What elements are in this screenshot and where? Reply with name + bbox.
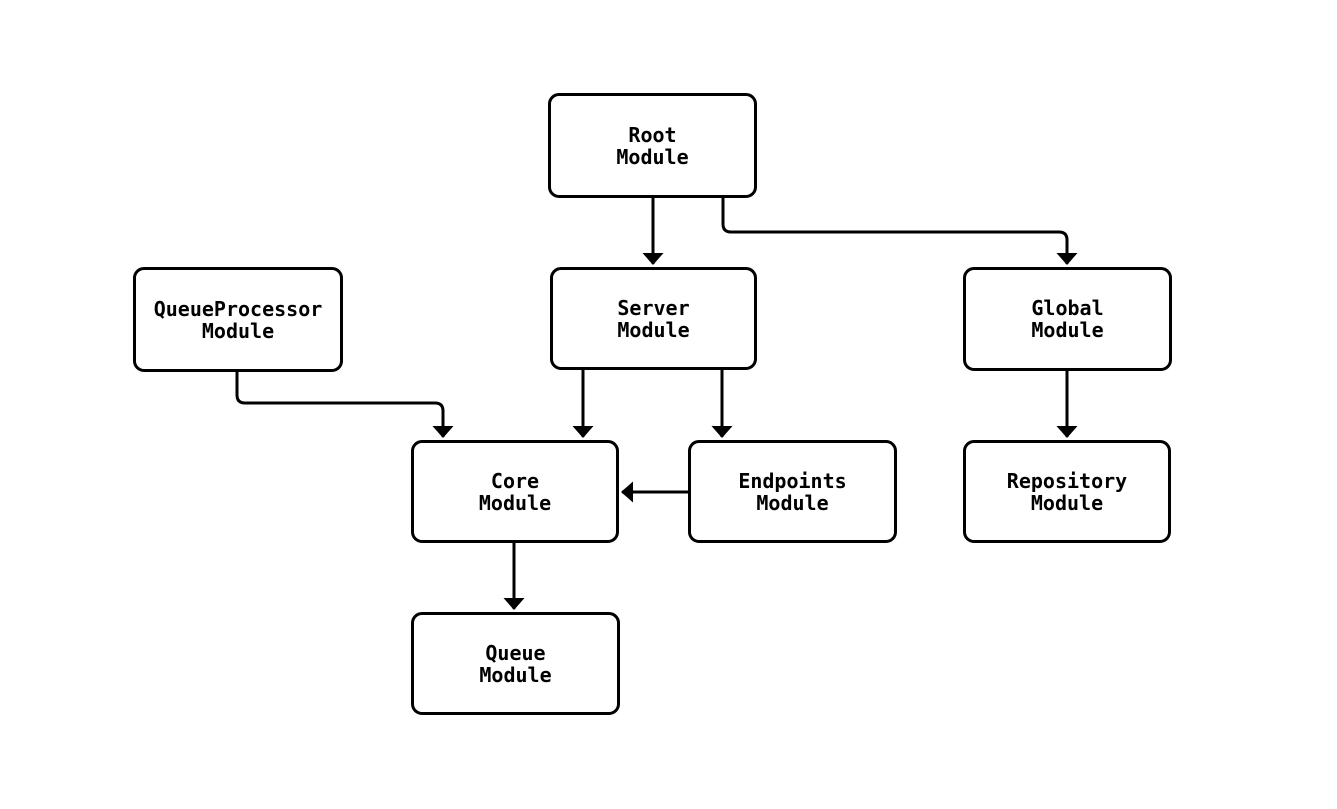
node-label-line: Queue xyxy=(485,640,546,665)
node-label-line: Server xyxy=(617,295,690,320)
node-label-line: Core xyxy=(490,468,540,493)
node-label-line: Module xyxy=(201,318,275,343)
node-label-line: Module xyxy=(478,490,552,515)
edge-root-to-global xyxy=(721,198,1078,265)
node-label-line: Module xyxy=(756,490,829,515)
node-global-module: Global Module xyxy=(963,267,1172,371)
node-root-module: Root Module xyxy=(548,93,757,198)
node-label-line: Module xyxy=(616,144,689,169)
node-label-line: Repository xyxy=(1006,468,1128,493)
node-label-line: Root xyxy=(628,122,677,147)
node-label-line: QueueProcessor xyxy=(153,296,323,321)
node-endpoints-module: Endpoints Module xyxy=(688,440,897,543)
node-label-line: Module xyxy=(617,317,690,342)
node-server-module: Server Module xyxy=(550,267,757,370)
node-label-line: Module xyxy=(479,662,552,687)
node-core-module: Core Module xyxy=(411,440,619,543)
node-repository-module: Repository Module xyxy=(963,440,1171,543)
node-label-line: Endpoints xyxy=(738,468,847,493)
node-label-line: Module xyxy=(1031,318,1104,342)
node-queueprocessor-module: QueueProcessor Module xyxy=(133,267,343,372)
node-label-line: Module xyxy=(1030,490,1104,515)
edge-queueprocessor-to-core xyxy=(235,372,454,438)
node-label-line: Global xyxy=(1031,296,1104,320)
node-queue-module: Queue Module xyxy=(411,612,620,715)
